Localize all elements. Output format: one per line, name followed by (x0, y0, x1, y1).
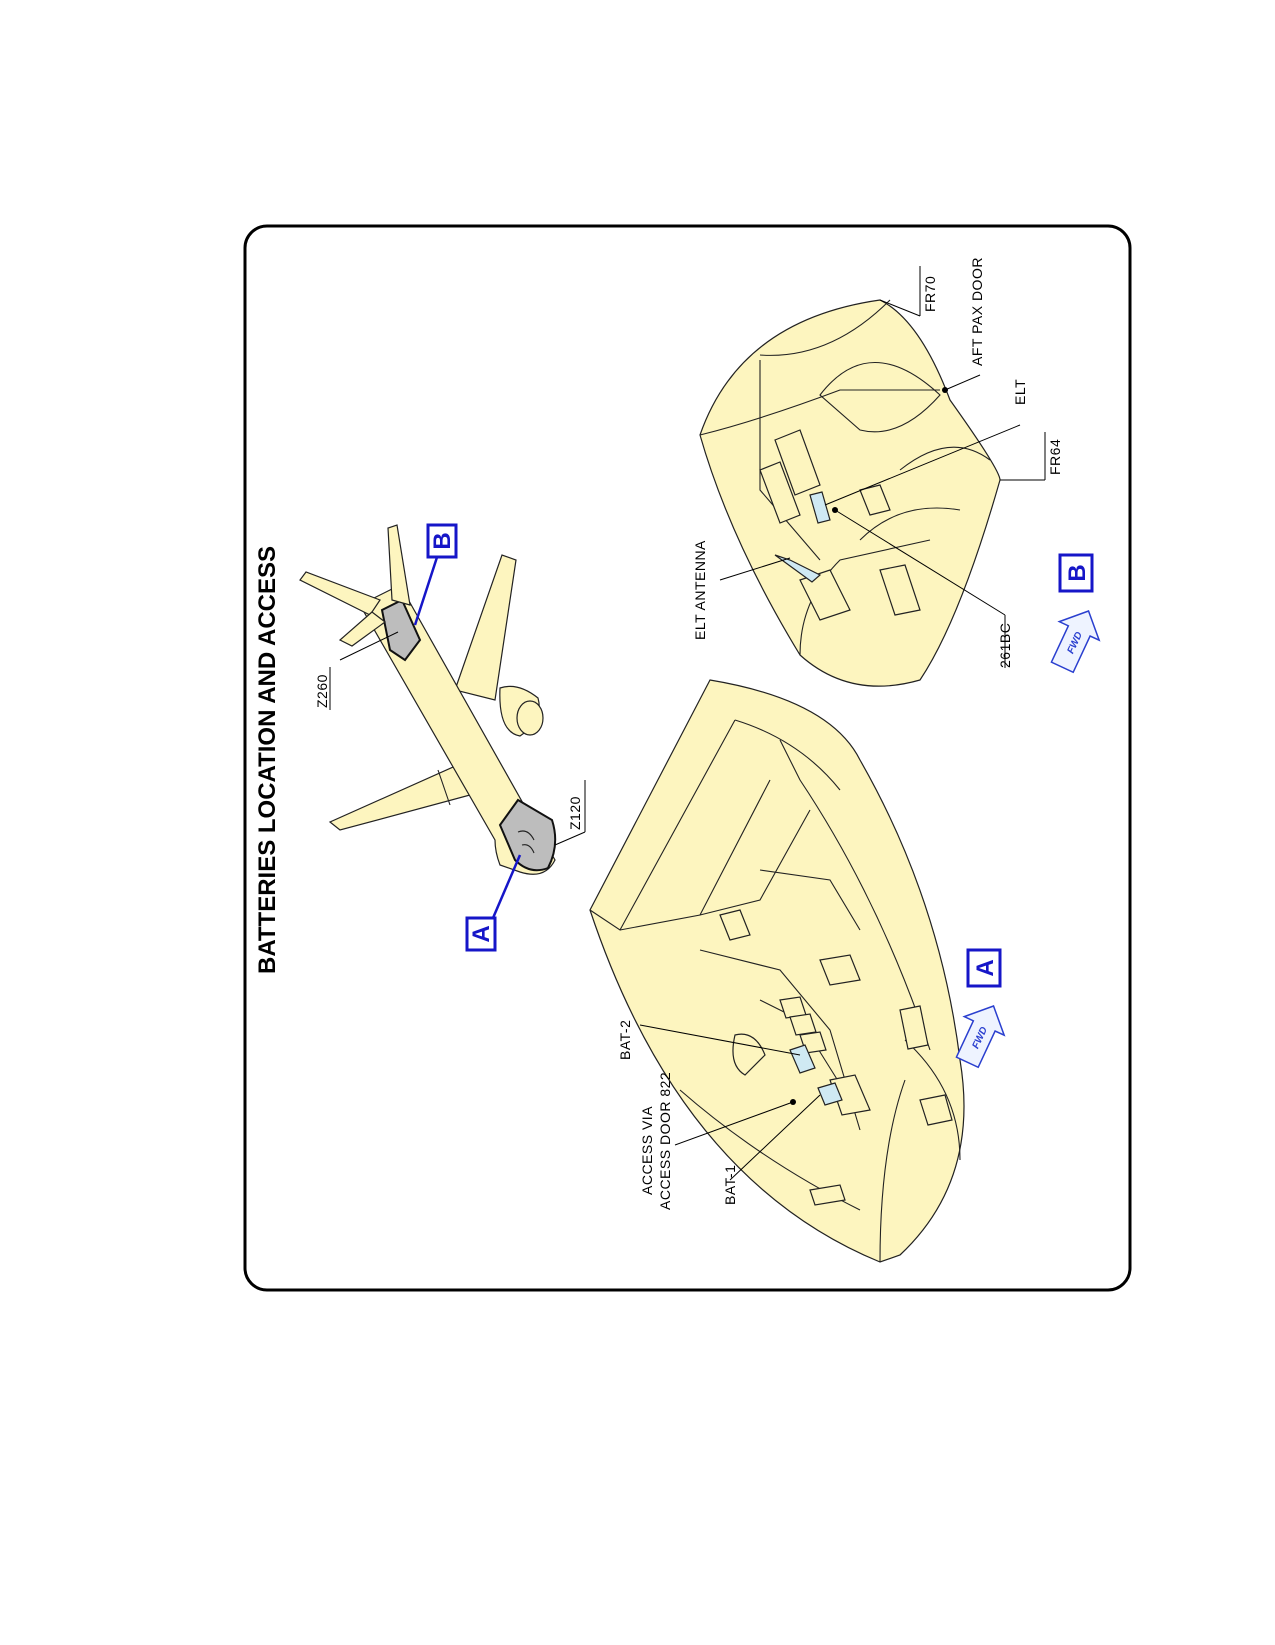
bat1-highlight (817, 1082, 843, 1106)
svg-text:B: B (1064, 564, 1091, 581)
access-label-line2: ACCESS DOOR 822 (657, 1072, 673, 1210)
bat1-label: BAT-1 (722, 1165, 738, 1205)
elt-antenna-label: ELT ANTENNA (692, 540, 708, 640)
aft-pax-door-label: AFT PAX DOOR (969, 257, 985, 366)
callout-a-view: A (966, 948, 1002, 988)
fwd-arrow-b: FWD (1050, 610, 1101, 674)
bat2-label: BAT-2 (617, 1020, 633, 1060)
view-a-detail (589, 679, 965, 1263)
fwd-arrow-a: FWD (955, 1005, 1006, 1069)
svg-text:B: B (429, 532, 456, 549)
elt-highlight (809, 491, 831, 524)
callout-b-view: B (1058, 553, 1094, 593)
page-title: BATTERIES LOCATION AND ACCESS (254, 546, 281, 974)
callout-b-overview: B (426, 523, 458, 559)
fr70-label: FR70 (922, 276, 938, 312)
zone-z120-highlight (498, 798, 557, 872)
elt-antenna-highlight (774, 554, 822, 583)
fr64-label: FR64 (1047, 439, 1063, 475)
panel-261bc-label: 261BC (997, 623, 1013, 668)
zone-z260-label: Z260 (314, 674, 330, 708)
aircraft-overview (299, 524, 557, 875)
view-b-detail (699, 299, 1001, 687)
callout-a-overview: A (465, 916, 497, 952)
elt-label: ELT (1012, 379, 1028, 405)
zone-z120-label: Z120 (567, 796, 583, 830)
access-label-line1: ACCESS VIA (639, 1106, 655, 1195)
bat2-highlight (789, 1044, 816, 1074)
frame-border (243, 224, 1132, 1292)
svg-text:A: A (972, 959, 999, 976)
svg-text:A: A (468, 925, 495, 942)
